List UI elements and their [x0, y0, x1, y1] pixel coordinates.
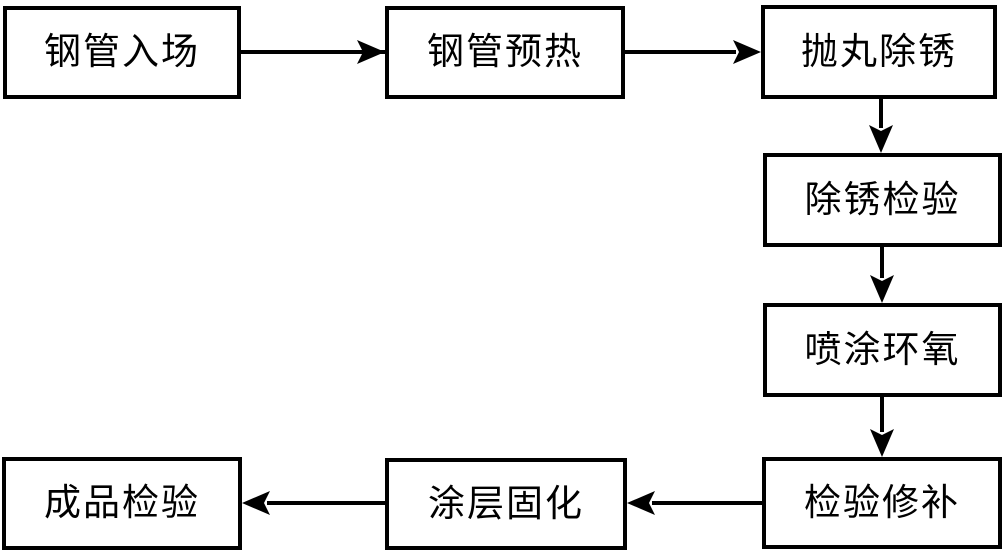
node-pipe-intake: 钢管入场 [3, 6, 241, 99]
node-pipe-preheat-label: 钢管预热 [427, 32, 583, 73]
arrow-derust-inspection-to-epoxy-spray [870, 247, 894, 303]
node-derust-inspection: 除锈检验 [763, 153, 1002, 247]
node-pipe-intake-label: 钢管入场 [44, 32, 200, 73]
node-coating-cure-label: 涂层固化 [428, 483, 584, 525]
arrow-preheat-to-shotblast [625, 40, 761, 64]
node-final-inspection-label: 成品检验 [44, 483, 200, 524]
node-shot-blast-derust-label: 抛丸除锈 [801, 31, 957, 73]
node-shot-blast-derust: 抛丸除锈 [761, 5, 997, 99]
arrow-shotblast-to-derust-inspection [869, 99, 893, 153]
node-inspection-repair: 检验修补 [762, 457, 1002, 549]
node-epoxy-spray-label: 喷涂环氧 [804, 329, 961, 371]
node-inspection-repair-label: 检验修补 [804, 482, 960, 524]
node-derust-inspection-label: 除锈检验 [804, 179, 961, 221]
arrow-coating-cure-to-final-inspection [242, 491, 385, 515]
node-epoxy-spray: 喷涂环氧 [763, 303, 1002, 397]
node-coating-cure: 涂层固化 [385, 458, 627, 550]
arrow-epoxy-spray-to-inspection-repair [870, 397, 894, 457]
node-final-inspection: 成品检验 [2, 457, 242, 550]
arrow-inspection-repair-to-coating-cure [627, 491, 762, 515]
node-pipe-preheat: 钢管预热 [385, 6, 625, 99]
